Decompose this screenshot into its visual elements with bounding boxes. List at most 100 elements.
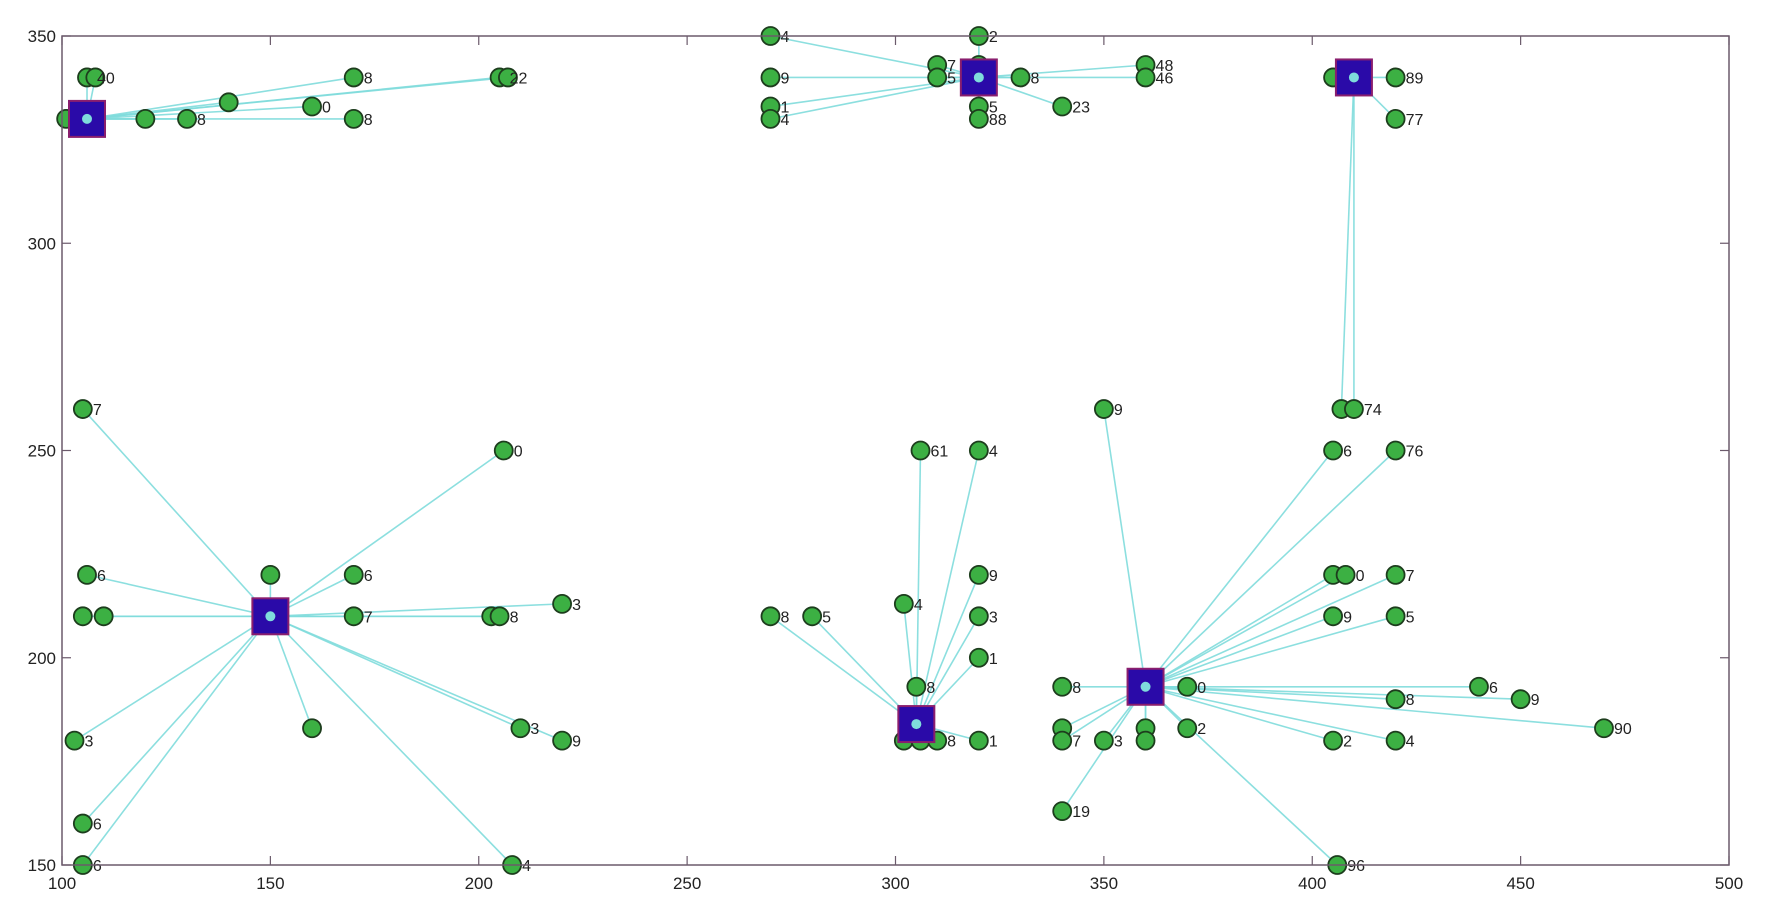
- node-point: [1135, 67, 1156, 88]
- edge-h4-31: [269, 449, 505, 617]
- node-label: 4: [914, 597, 923, 614]
- node-label: 4: [780, 29, 789, 46]
- node-point: [968, 109, 989, 129]
- edge-h6-66: [1145, 574, 1396, 688]
- node-point: [1052, 801, 1073, 822]
- node-label: 8: [926, 680, 935, 697]
- node-point: [135, 109, 156, 129]
- edge-h6-67: [1145, 615, 1334, 688]
- node-label: 1: [780, 99, 789, 116]
- node-point: [1323, 606, 1343, 627]
- node-point: [1323, 440, 1343, 461]
- node-label: 2: [1197, 721, 1206, 738]
- node-point: [1469, 676, 1489, 697]
- node-point: [927, 67, 948, 88]
- node-point: [906, 676, 927, 697]
- x-tick-label: 500: [1715, 874, 1743, 893]
- edge-h4-43: [270, 615, 563, 742]
- node-point: [1052, 730, 1073, 751]
- edge-h6-65: [1145, 574, 1346, 688]
- node-label: 40: [97, 70, 115, 87]
- node-point: [552, 730, 572, 751]
- node-label: 6: [364, 568, 373, 585]
- node-point: [1510, 689, 1531, 710]
- edge-h6-62: [1144, 450, 1334, 688]
- node-label: 6: [1343, 444, 1352, 461]
- edge-h1-6: [86, 105, 313, 120]
- node-label: 7: [364, 609, 373, 626]
- edge-h4-30: [82, 408, 271, 617]
- node-label: 1: [989, 651, 998, 668]
- x-tick-label: 450: [1506, 874, 1534, 893]
- node-label: 5: [989, 99, 998, 116]
- node-point: [93, 606, 114, 627]
- node-point: [1344, 399, 1364, 419]
- hub-center-h3: [1348, 72, 1359, 83]
- node-point: [72, 813, 93, 834]
- y-tick-label: 300: [28, 234, 56, 253]
- edge-h6-74: [1145, 685, 1605, 730]
- node-label: 6: [97, 568, 106, 585]
- node-point: [968, 606, 989, 627]
- x-tick-label: 150: [256, 874, 284, 893]
- node-point: [1177, 718, 1198, 739]
- node-label: 4: [522, 858, 531, 875]
- node-label: 19: [1072, 804, 1090, 821]
- edge-h2-23: [978, 64, 1146, 79]
- y-tick-label: 200: [28, 649, 56, 668]
- node-label: 3: [989, 609, 998, 626]
- node-point: [760, 67, 781, 88]
- edge-h6-64: [1145, 574, 1334, 688]
- node-label: 7: [947, 58, 956, 75]
- node-label: 8: [947, 734, 956, 751]
- node-label: 88: [989, 112, 1007, 129]
- edges-layer: [66, 35, 1605, 866]
- node-label: 3: [85, 734, 94, 751]
- node-label: 5: [822, 609, 831, 626]
- node-point: [910, 440, 931, 461]
- x-tick-label: 350: [1090, 874, 1118, 893]
- node-point: [1052, 676, 1073, 697]
- node-point: [1594, 718, 1614, 739]
- node-label: 22: [510, 70, 528, 87]
- node-label: 4: [1406, 734, 1415, 751]
- hub-node-h1: [68, 99, 107, 138]
- node-label: 23: [1072, 99, 1090, 116]
- node-label: 8: [197, 112, 206, 129]
- node-point: [552, 593, 572, 614]
- hub-center-h2: [973, 72, 984, 83]
- hub-node-h6: [1126, 667, 1165, 706]
- node-point: [343, 67, 364, 88]
- x-tick-label: 200: [465, 874, 493, 893]
- node-point: [968, 647, 989, 668]
- y-tick-label: 250: [28, 442, 56, 461]
- node-label: 8: [1406, 692, 1415, 709]
- node-point: [968, 440, 989, 461]
- node-label: 76: [1406, 444, 1424, 461]
- node-label: 8: [510, 609, 519, 626]
- node-point: [493, 440, 514, 461]
- edge-h6-84: [1145, 686, 1338, 866]
- node-point: [1010, 67, 1031, 88]
- hub-center-h6: [1140, 681, 1151, 692]
- edge-h6-61: [1103, 408, 1147, 687]
- edge-h6-63: [1145, 449, 1397, 688]
- node-point: [85, 67, 106, 88]
- node-point: [968, 564, 989, 585]
- node-label: 3: [1114, 734, 1123, 751]
- node-label: 7: [1072, 734, 1081, 751]
- edge-h4-32: [86, 574, 271, 618]
- node-label: 74: [1364, 402, 1382, 419]
- node-point: [260, 564, 281, 585]
- node-label: 7: [1406, 568, 1415, 585]
- node-point: [1093, 730, 1114, 751]
- node-point: [1335, 564, 1356, 585]
- node-label: 3: [530, 721, 539, 738]
- node-label: 3: [572, 597, 581, 614]
- node-label: 89: [1406, 70, 1424, 87]
- node-point: [343, 109, 364, 129]
- node-label: 8: [364, 70, 373, 87]
- edge-h5-55: [769, 615, 917, 725]
